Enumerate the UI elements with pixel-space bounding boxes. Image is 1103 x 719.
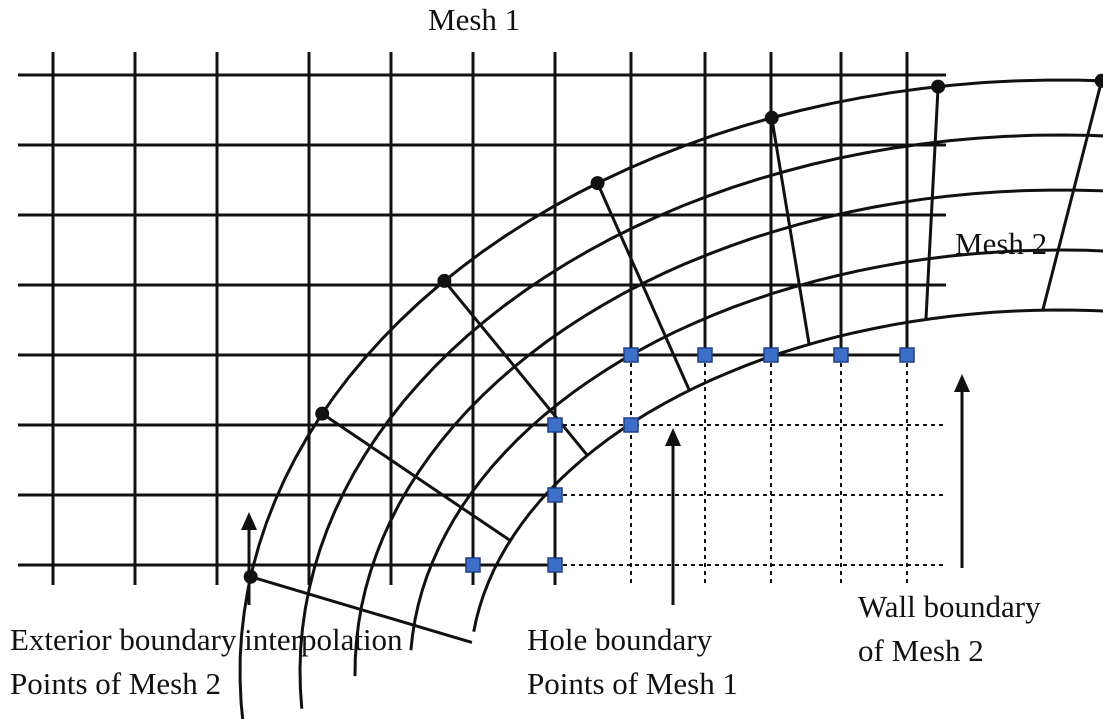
mesh2-radial-line — [321, 412, 512, 542]
mesh2-wall-boundary-arc — [472, 308, 1103, 633]
exterior-interpolation-point — [764, 110, 779, 125]
hole-boundary-point — [623, 417, 639, 433]
exterior-caption-line2: Points of Mesh 2 — [10, 666, 221, 701]
boundary-points — [243, 73, 1103, 584]
mesh2-radial-line — [443, 279, 589, 457]
mesh1-label: Mesh 1 — [428, 2, 521, 37]
hole-boundary-point — [465, 557, 481, 573]
exterior-interpolation-point — [931, 79, 946, 94]
mesh2-curved-line — [353, 188, 1103, 677]
hole-boundary-point — [547, 487, 563, 503]
exterior-caption-line1: Exterior boundary interpolation — [10, 622, 403, 657]
hole-caption-line1: Hole boundary — [527, 622, 713, 657]
hole-caption-line2: Points of Mesh 1 — [527, 666, 738, 701]
mesh2-curved-grid-lines — [238, 78, 1103, 719]
hole-boundary-point — [899, 347, 915, 363]
mesh1-hole-region-dashed-grid — [555, 355, 946, 585]
hole-boundary-point — [763, 347, 779, 363]
hole-boundary-point — [547, 557, 563, 573]
mesh2-radial-line — [596, 182, 691, 391]
wall-caption-line1: Wall boundary — [858, 589, 1041, 624]
mesh2-label: Mesh 2 — [955, 226, 1048, 261]
hole-boundary-point — [623, 347, 639, 363]
exterior-boundary-caption: Exterior boundary interpolation Points o… — [10, 618, 403, 706]
hole-boundary-caption: Hole boundary Points of Mesh 1 — [527, 618, 738, 706]
exterior-interpolation-point — [590, 176, 605, 191]
exterior-boundary-arrow-head — [241, 512, 257, 530]
mesh2-radial-line — [924, 86, 940, 320]
exterior-interpolation-point — [1094, 73, 1103, 88]
mesh2-radial-line — [250, 575, 473, 644]
hole-boundary-point — [547, 417, 563, 433]
exterior-interpolation-point — [315, 406, 330, 421]
wall-boundary-arrow-head — [954, 374, 970, 392]
exterior-interpolation-point — [243, 569, 258, 584]
mesh1-cartesian-grid — [18, 52, 946, 585]
wall-boundary-caption: Wall boundary of Mesh 2 — [858, 585, 1041, 673]
wall-caption-line2: of Mesh 2 — [858, 633, 984, 668]
mesh2-radial-line — [770, 117, 811, 345]
mesh2-radial-grid-lines — [250, 80, 1103, 644]
annotation-arrows — [241, 374, 970, 605]
mesh2-curved-line — [238, 78, 1103, 719]
hole-boundary-point — [697, 347, 713, 363]
hole-boundary-point — [833, 347, 849, 363]
mesh2-radial-line — [1041, 80, 1103, 311]
mesh2-curved-line — [409, 248, 1103, 651]
exterior-interpolation-point — [437, 273, 452, 288]
mesh2-curved-line — [298, 133, 1103, 709]
hole-boundary-arrow-head — [665, 428, 681, 446]
